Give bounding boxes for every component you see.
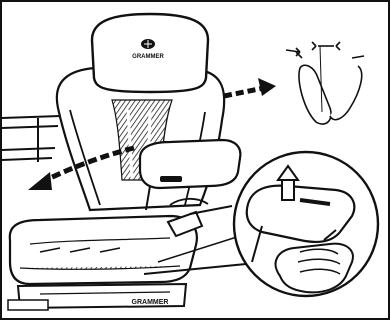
cab-frame [2, 116, 60, 162]
headrest-brand-label: GRAMMER [132, 54, 164, 60]
angle-indicator-icon [286, 42, 364, 124]
base-brand-label: GRAMMER [132, 299, 169, 306]
arrow-to-angle-inset-icon [224, 78, 276, 96]
seat-cushion [10, 216, 197, 284]
grammer-logo-icon [141, 39, 155, 49]
seat-headrest: GRAMMER [92, 14, 208, 92]
seat-base: GRAMMER [8, 284, 186, 310]
